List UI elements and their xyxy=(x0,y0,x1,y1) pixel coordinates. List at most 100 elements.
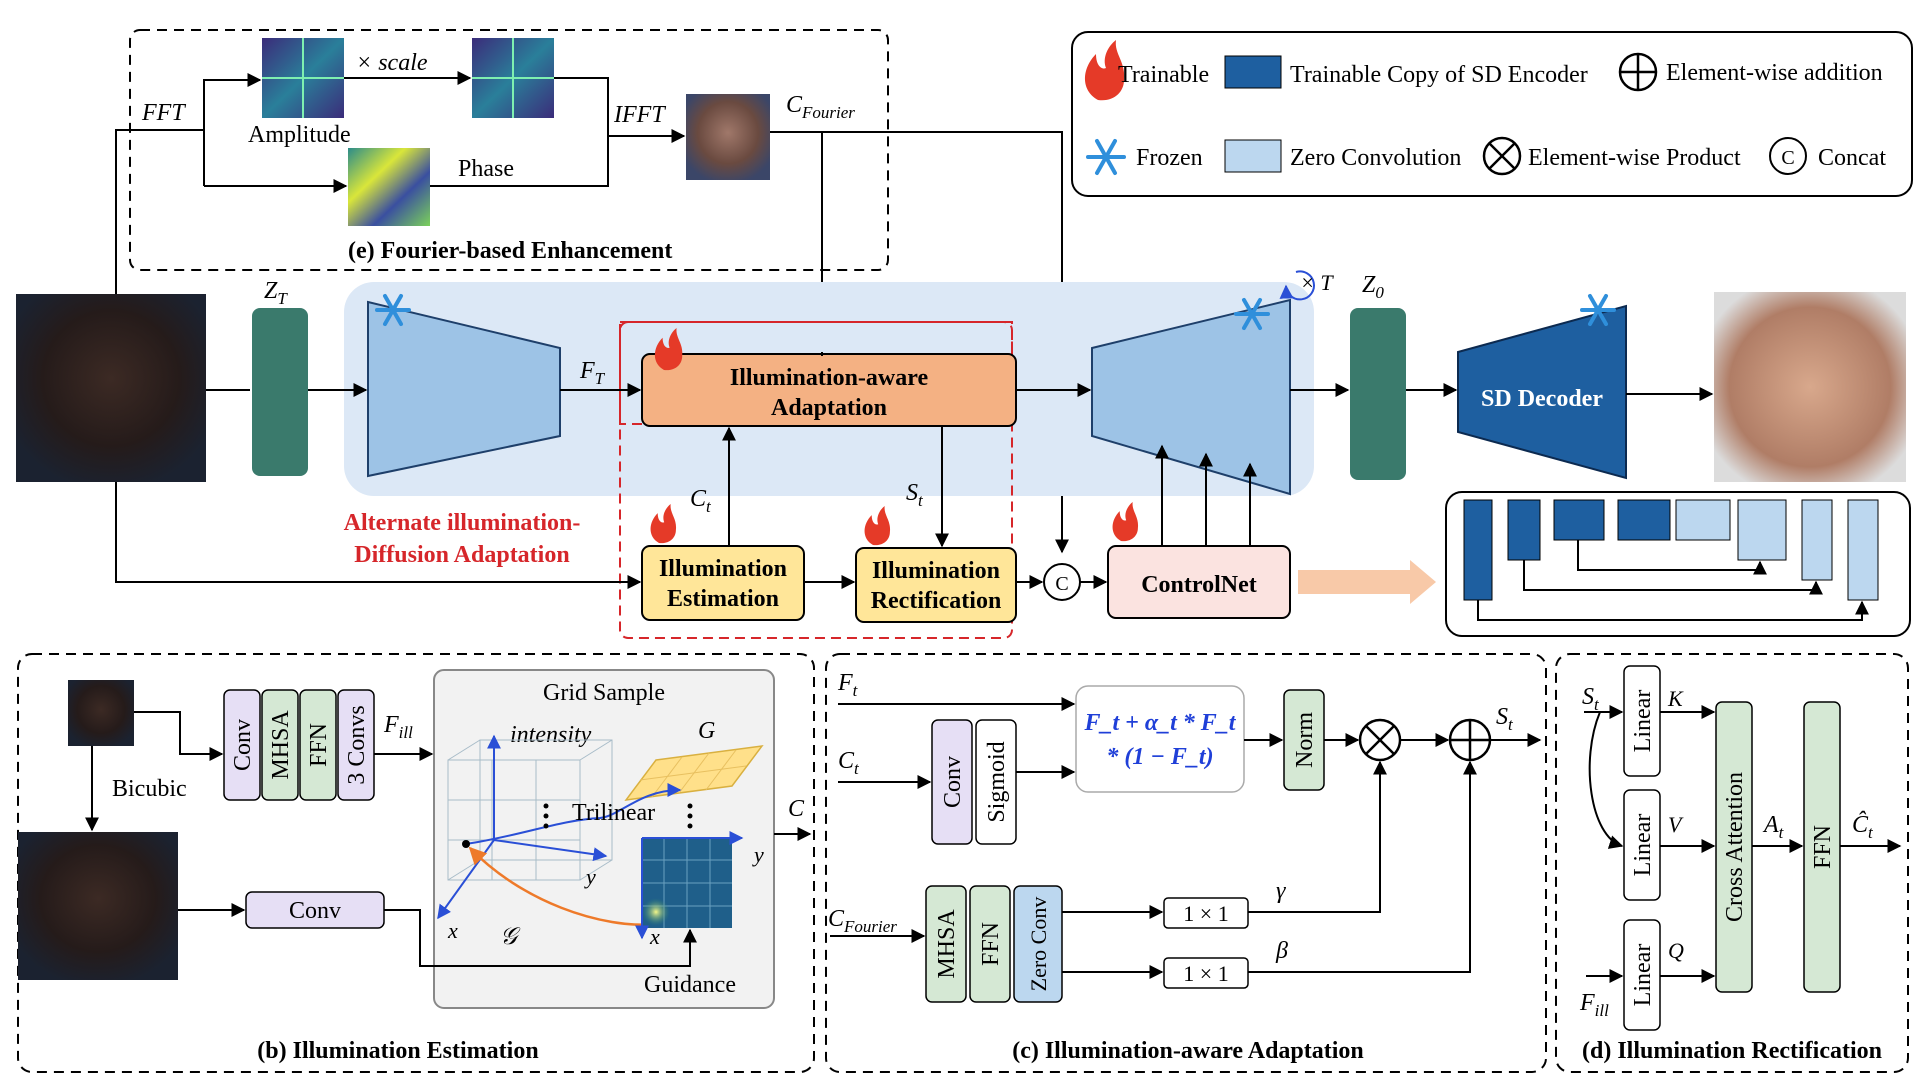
fft-label: FFT xyxy=(141,100,186,126)
sd-decoder-block xyxy=(1457,304,1627,480)
concat-icon-label: C xyxy=(1781,147,1794,169)
alt-label-line1: Alternate illumination- xyxy=(344,510,581,536)
zero-conv-label-c: Zero Conv xyxy=(1026,897,1051,992)
latent-z0 xyxy=(1350,308,1406,480)
z0-label: Z0 xyxy=(1362,272,1384,302)
fire-icon-ir xyxy=(864,506,891,546)
mhsa-block-c xyxy=(925,885,967,1003)
at-label: At xyxy=(1762,812,1785,842)
ir-label-line2: Rectification xyxy=(871,588,1002,614)
sigmoid-block xyxy=(975,719,1017,845)
K-label: K xyxy=(1667,686,1684,711)
linear-v-label: Linear xyxy=(1630,814,1656,877)
ft-label-c: Ft xyxy=(837,670,859,700)
guidance-label: Guidance xyxy=(644,972,736,998)
C-output-label: C xyxy=(788,796,805,822)
iaa-label-line1: Illumination-aware xyxy=(730,365,929,391)
controlnet-detail-panel xyxy=(1445,491,1911,637)
phase-spectrum xyxy=(348,148,430,226)
mhsa-label-c: MHSA xyxy=(934,909,960,979)
legend-trainable-copy: Trainable Copy of SD Encoder xyxy=(1290,62,1588,88)
panel-b-caption: (b) Illumination Estimation xyxy=(257,1038,538,1064)
intensity-label: intensity xyxy=(510,722,592,748)
low-light-input-image xyxy=(16,294,206,482)
fire-icon-controlnet xyxy=(1112,502,1139,542)
beta-label: β xyxy=(1275,938,1288,964)
legend-concat: Concat xyxy=(1818,145,1886,171)
large-face-image xyxy=(18,832,178,980)
linear-k-block xyxy=(1623,665,1661,777)
concat-node-top: C xyxy=(1043,563,1081,601)
snowflake-icon xyxy=(1086,139,1126,175)
times-T-label: × T xyxy=(1300,270,1334,295)
norm-label: Norm xyxy=(1292,712,1318,768)
phase-label: Phase xyxy=(458,156,514,182)
V-label: V xyxy=(1668,812,1684,837)
conv-label-b: Conv xyxy=(230,719,256,771)
alternate-adaptation-frame xyxy=(619,321,1013,639)
y-label-guidance: y xyxy=(752,842,764,867)
panel-c-caption: (c) Illumination-aware Adaptation xyxy=(1012,1038,1364,1064)
mhsa-block-b xyxy=(261,689,299,801)
three-convs-block xyxy=(337,689,375,801)
bicubic-label: Bicubic xyxy=(112,776,187,802)
ie-label-line2: Estimation xyxy=(667,586,779,612)
linear-q-label: Linear xyxy=(1630,944,1656,1007)
fourier-panel: FFT × scale Amplitude Phase IFFT CFourie… xyxy=(115,29,1069,554)
trilinear-label: Trilinear xyxy=(572,800,655,826)
Q-label: Q xyxy=(1668,938,1684,963)
main-pipeline: ZT FT × T Z0 SD Decoder xyxy=(16,270,1911,639)
y-label-grid: y xyxy=(584,864,596,889)
snowflake-icon-encoder xyxy=(375,294,411,326)
cross-attention-label: Cross Attention xyxy=(1722,772,1748,922)
fill-label-b: Fill xyxy=(383,712,413,742)
controlnet-label: ControlNet xyxy=(1141,572,1257,598)
st-label-d: St xyxy=(1582,684,1600,714)
conv-block-b xyxy=(223,689,261,801)
cfour-label-c: CFourier xyxy=(828,906,897,936)
panel-c-illumination-aware-adaptation: Ft Ct CFourier Conv Sigmoid F_t + α_t * … xyxy=(825,653,1547,1073)
sigmoid-label: Sigmoid xyxy=(984,741,1010,822)
panel-d-caption: (d) Illumination Rectification xyxy=(1582,1038,1882,1064)
st-label-top: St xyxy=(906,480,924,510)
ffn-block-c xyxy=(969,885,1011,1003)
amplitude-label: Amplitude xyxy=(248,122,351,148)
legend-trainable: Trainable xyxy=(1118,62,1209,88)
one-by-one-gamma-label: 1 × 1 xyxy=(1183,901,1228,926)
legend-zero-conv: Zero Convolution xyxy=(1290,145,1461,171)
zero-conv-block-c xyxy=(1013,885,1063,1003)
grid-sample-title: Grid Sample xyxy=(543,680,665,706)
one-by-one-beta-label: 1 × 1 xyxy=(1183,961,1228,986)
x-label-grid: x xyxy=(447,918,458,943)
formula-line1: F_t + α_t * F_t xyxy=(1084,710,1237,736)
snowflake-icon-sd-decoder xyxy=(1580,294,1616,326)
panel-d-illumination-rectification: St Linear Linear Linear K V Q Cross Atte… xyxy=(1555,653,1909,1073)
product-icon xyxy=(1482,136,1522,176)
ffn-label-b: FFN xyxy=(306,723,332,767)
x-label-guidance: x xyxy=(649,924,660,949)
unet-decoder-right xyxy=(1091,298,1291,496)
ir-label-line1: Illumination xyxy=(872,558,1000,584)
sd-decoder-label: SD Decoder xyxy=(1481,386,1603,412)
legend-zero-conv-swatch xyxy=(1224,139,1282,173)
3d-grid xyxy=(447,739,613,881)
conv-block-c xyxy=(931,719,973,845)
concat-icon: C xyxy=(1769,137,1807,175)
fT-label: FT xyxy=(579,358,606,388)
fill-label-d: Fill xyxy=(1579,990,1609,1020)
legend-trainable-copy-swatch xyxy=(1224,55,1282,89)
fourier-face-image xyxy=(686,94,770,180)
ffn-label-d: FFN xyxy=(1810,825,1836,869)
small-face-image xyxy=(68,680,134,746)
panel-b-illumination-estimation: Bicubic Conv MHSA FFN 3 Convs Fill Conv … xyxy=(17,653,815,1073)
st-label-c: St xyxy=(1496,704,1514,734)
grid-symbol-label: 𝒢 xyxy=(500,924,521,950)
c-fourier-label: CFourier xyxy=(786,92,855,122)
iaa-label-line2: Adaptation xyxy=(771,395,887,421)
fire-icon xyxy=(1085,40,1125,101)
alt-label-line2: Diffusion Adaptation xyxy=(354,542,569,568)
controlnet-expand-arrow xyxy=(1298,560,1436,604)
legend-panel: Trainable Trainable Copy of SD Encoder E… xyxy=(1071,31,1913,197)
conv-label-c: Conv xyxy=(940,756,966,808)
legend-element-product: Element-wise Product xyxy=(1528,145,1741,171)
